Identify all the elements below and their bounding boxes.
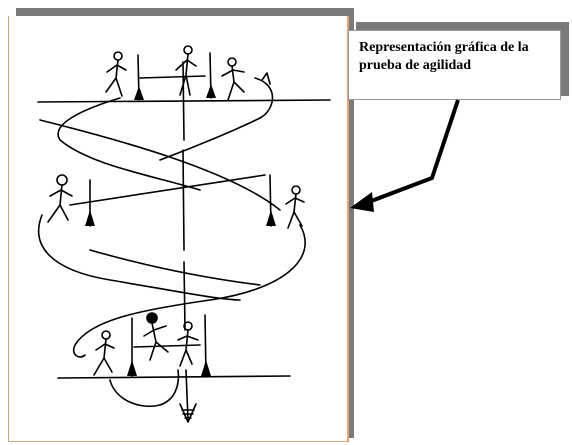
figure-bottom-2	[143, 312, 169, 361]
path-middle-right	[72, 224, 306, 358]
callout-text: Representación gráfica de la prueba de a…	[359, 40, 529, 73]
path-cross-3	[89, 249, 261, 286]
figure-bottom-3	[177, 321, 199, 367]
path-cross-1	[39, 119, 281, 211]
path-cross-2	[69, 174, 266, 206]
cone-mid-left	[85, 210, 95, 226]
figure-top-1	[105, 51, 127, 97]
cone-mid-right	[266, 210, 276, 226]
finish-arrow	[185, 369, 189, 421]
cone-top-left	[134, 86, 144, 100]
figure-bottom-1	[93, 330, 115, 376]
path-bottom-loop	[109, 369, 180, 407]
cone-top-right	[206, 84, 216, 98]
cone-bottom-left	[127, 360, 137, 376]
figure-top-2	[175, 45, 197, 96]
top-ground-line	[37, 99, 331, 103]
figure-mid-right	[285, 185, 305, 229]
callout-arrow	[350, 99, 460, 212]
figure-top-3	[221, 57, 245, 101]
cone-bottom-right	[201, 360, 211, 376]
path-middle-left-loop	[37, 214, 241, 301]
callout-box: Representación gráfica de la prueba de a…	[348, 30, 561, 100]
path-top-right-loop	[159, 77, 274, 161]
center-divider	[182, 61, 186, 331]
bottom-ground-line	[57, 375, 291, 379]
path-top-left	[57, 97, 201, 191]
figure-mid-left	[47, 174, 73, 223]
